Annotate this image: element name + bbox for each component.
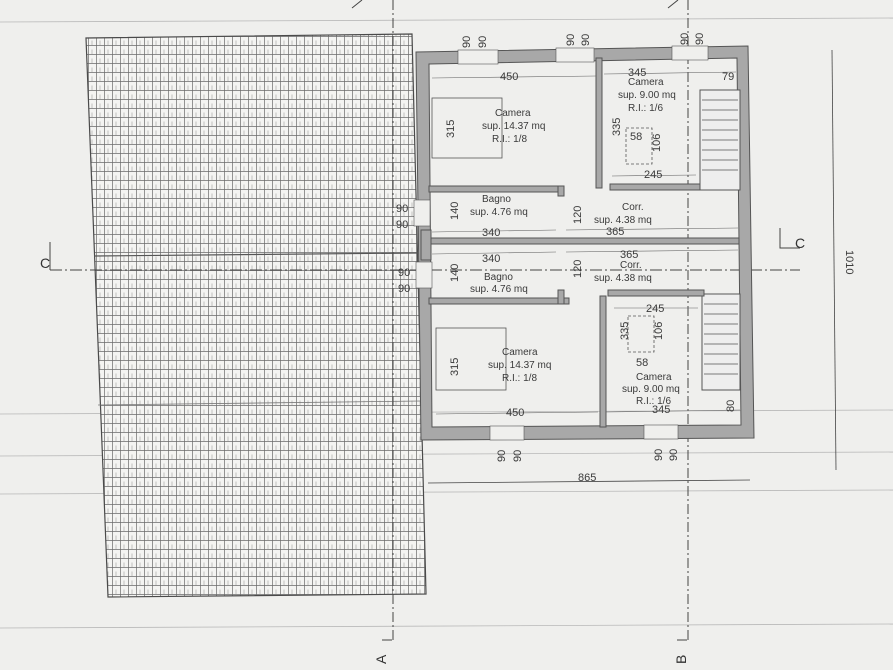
svg-text:58: 58	[630, 131, 642, 143]
upper-corridor: Corr. sup. 4.38 mq 120 365	[572, 202, 652, 238]
svg-text:sup. 4.38 mq: sup. 4.38 mq	[594, 273, 652, 284]
lower-bedroom-large: Camera sup. 14.37 mq R.I.: 1/8 315 450	[449, 347, 551, 419]
svg-text:sup. 14.37 mq: sup. 14.37 mq	[488, 360, 551, 371]
overall-width: 865	[578, 472, 596, 484]
svg-text:335: 335	[619, 322, 631, 340]
svg-text:90: 90	[580, 34, 592, 46]
svg-text:Bagno: Bagno	[484, 272, 513, 283]
svg-text:Camera: Camera	[495, 108, 531, 119]
svg-text:Corr.: Corr.	[622, 202, 644, 213]
svg-text:80: 80	[725, 400, 737, 412]
svg-text:Camera: Camera	[636, 372, 672, 383]
svg-text:Camera: Camera	[628, 77, 664, 88]
svg-text:sup. 14.37 mq: sup. 14.37 mq	[482, 121, 545, 132]
svg-text:345: 345	[628, 67, 646, 79]
svg-text:90: 90	[461, 36, 473, 48]
roof-tiled-area	[85, 33, 427, 598]
svg-text:Bagno: Bagno	[482, 194, 511, 205]
svg-text:R.I.: 1/8: R.I.: 1/8	[502, 373, 537, 384]
svg-text:R.I.: 1/6: R.I.: 1/6	[636, 396, 671, 407]
svg-text:90: 90	[668, 449, 680, 461]
section-label-b: B	[673, 655, 689, 664]
svg-text:90: 90	[694, 33, 706, 45]
lower-bedroom-small: 245 335 106 58 Camera sup. 9.00 mq R.I.:…	[619, 303, 737, 416]
svg-text:sup. 9.00 mq: sup. 9.00 mq	[618, 90, 676, 101]
svg-text:sup. 9.00 mq: sup. 9.00 mq	[622, 384, 680, 395]
upper-bedroom-small: 345 79 Camera sup. 9.00 mq R.I.: 1/6 335…	[611, 67, 734, 181]
svg-text:sup. 4.76 mq: sup. 4.76 mq	[470, 207, 528, 218]
svg-text:106: 106	[651, 134, 663, 152]
svg-text:90: 90	[396, 203, 408, 215]
furniture	[431, 97, 655, 391]
svg-text:90: 90	[653, 449, 665, 461]
svg-text:365: 365	[620, 249, 638, 261]
svg-text:90: 90	[396, 219, 408, 231]
svg-text:365: 365	[606, 226, 624, 238]
svg-text:90: 90	[398, 267, 410, 279]
svg-text:315: 315	[445, 120, 457, 138]
svg-text:120: 120	[572, 206, 584, 224]
svg-text:245: 245	[646, 303, 664, 315]
top-opening-dims: 90 90 90 90 90 90	[461, 33, 706, 48]
upper-bedroom-large: 450 315 Camera sup. 14.37 mq R.I.: 1/8	[445, 71, 545, 145]
svg-text:90: 90	[565, 34, 577, 46]
section-label-c-left: C	[40, 255, 50, 271]
lower-bathroom: 340 Bagno sup. 4.76 mq 140	[449, 253, 528, 295]
left-opening-dims: 90 90 90 90	[396, 203, 410, 295]
svg-text:R.I.: 1/8: R.I.: 1/8	[492, 134, 527, 145]
svg-text:sup. 4.76 mq: sup. 4.76 mq	[470, 284, 528, 295]
walls	[415, 45, 755, 441]
svg-text:340: 340	[482, 227, 500, 239]
svg-text:79: 79	[722, 71, 734, 83]
svg-text:Corr.: Corr.	[620, 260, 642, 271]
svg-text:Camera: Camera	[502, 347, 538, 358]
overall-height: 1010	[843, 250, 855, 274]
svg-text:R.I.: 1/6: R.I.: 1/6	[628, 103, 663, 114]
svg-text:90: 90	[398, 283, 410, 295]
svg-text:345: 345	[652, 404, 670, 416]
window-openings	[413, 45, 709, 441]
upper-bathroom: Bagno sup. 4.76 mq 140 340	[449, 194, 528, 239]
svg-text:335: 335	[611, 118, 623, 136]
bottom-opening-dims: 90 90 90 90	[496, 449, 680, 462]
svg-text:340: 340	[482, 253, 500, 265]
section-label-c-right: C	[795, 235, 805, 251]
svg-text:140: 140	[449, 264, 461, 282]
svg-text:120: 120	[572, 260, 584, 278]
svg-text:90: 90	[679, 33, 691, 45]
stair-treads	[702, 99, 738, 375]
svg-text:450: 450	[500, 71, 518, 83]
svg-text:90: 90	[496, 450, 508, 462]
svg-text:sup. 4.38 mq: sup. 4.38 mq	[594, 215, 652, 226]
svg-text:450: 450	[506, 407, 524, 419]
svg-text:90: 90	[512, 450, 524, 462]
svg-text:106: 106	[653, 322, 665, 340]
section-label-a: A	[373, 654, 389, 664]
dimension-lines	[431, 71, 741, 415]
svg-text:90: 90	[477, 36, 489, 48]
svg-text:245: 245	[644, 169, 662, 181]
lower-corridor: 365 Corr. sup. 4.38 mq 120	[572, 249, 652, 284]
svg-text:315: 315	[449, 358, 461, 376]
svg-text:58: 58	[636, 357, 648, 369]
svg-text:140: 140	[449, 202, 461, 220]
